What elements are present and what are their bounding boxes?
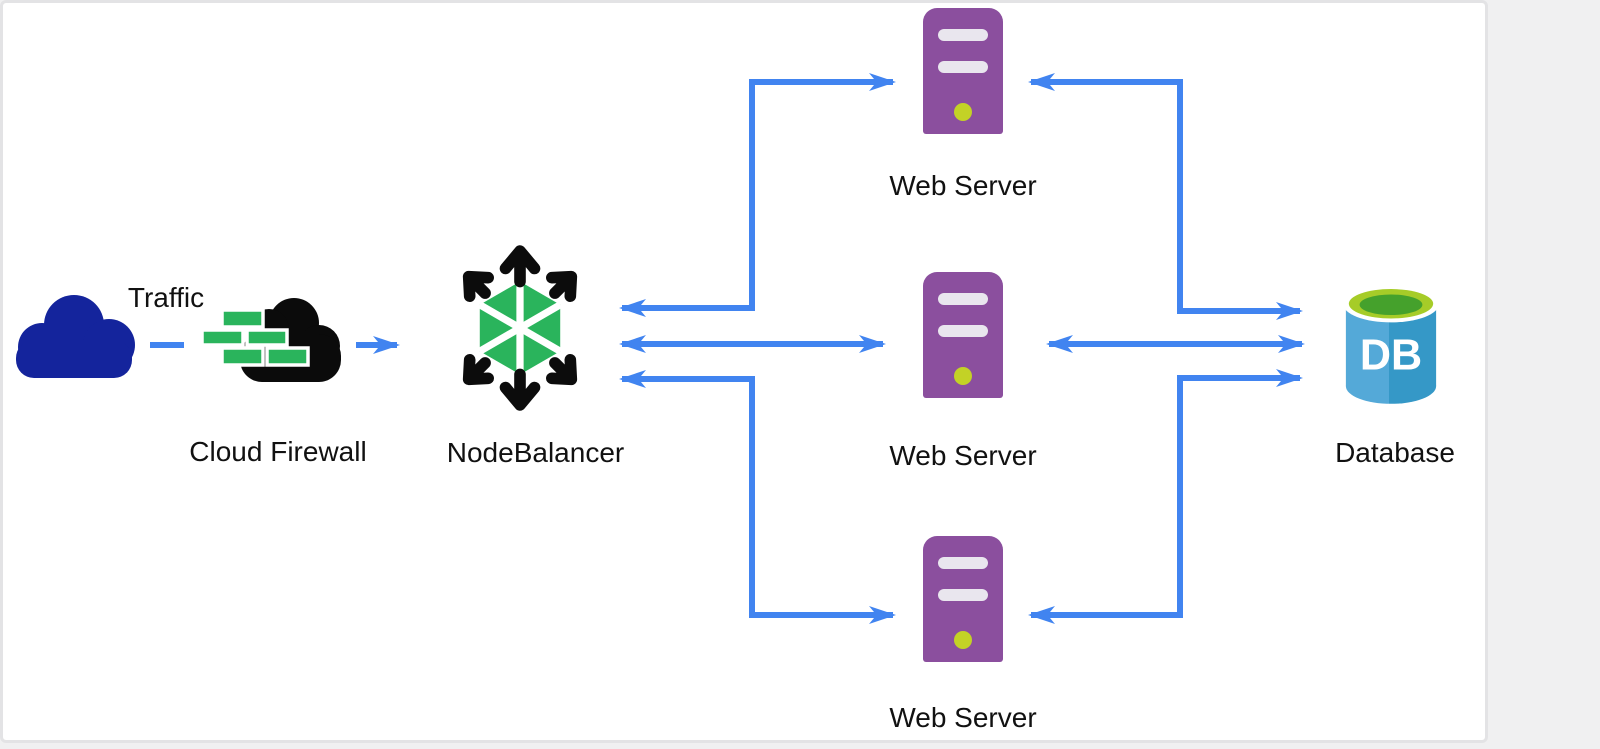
- db-badge-text: DB: [1360, 331, 1422, 379]
- server-slot: [938, 589, 988, 601]
- web-server-top-label: Web Server: [889, 170, 1037, 201]
- server-led: [954, 631, 972, 649]
- web-server-bottom-label: Web Server: [889, 702, 1037, 733]
- traffic-label: Traffic: [127, 282, 205, 313]
- server-slot: [938, 557, 988, 569]
- hexagon-arrows-icon: [440, 238, 600, 418]
- server-slot: [938, 325, 988, 337]
- server-tower-icon: [923, 8, 1003, 134]
- cloud-firewall-label: Cloud Firewall: [189, 436, 367, 467]
- server-tower-icon: [923, 536, 1003, 662]
- web-server-middle-label: Web Server: [889, 440, 1037, 471]
- server-slot: [938, 293, 988, 305]
- server-led: [954, 103, 972, 121]
- nodebalancer-label: NodeBalancer: [446, 437, 625, 468]
- server-slot: [938, 29, 988, 41]
- cloud-icon: [8, 290, 140, 378]
- server-led: [954, 367, 972, 385]
- cloud-brick-firewall-icon: [198, 294, 343, 384]
- server-slot: [938, 61, 988, 73]
- server-tower-icon: [923, 272, 1003, 398]
- database-cylinder-icon: DB: [1340, 274, 1442, 412]
- database-label: Database: [1335, 437, 1455, 468]
